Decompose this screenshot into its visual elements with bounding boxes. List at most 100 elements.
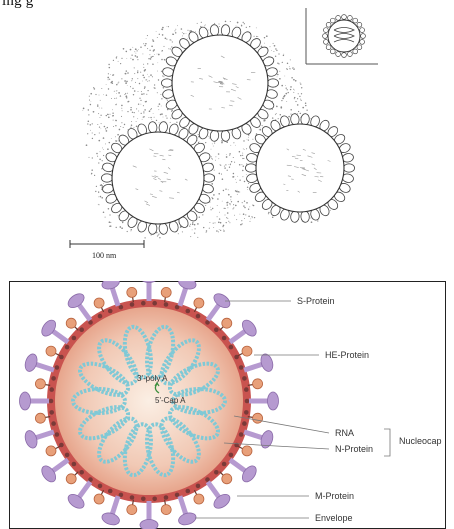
label-he-protein: HE-Protein xyxy=(325,350,369,360)
speckle-dot xyxy=(112,75,113,76)
speckle-dot xyxy=(166,39,167,40)
speckle-dot xyxy=(146,79,147,80)
peplomer xyxy=(267,79,278,87)
speckle-dot xyxy=(243,148,244,149)
speckle-dot xyxy=(99,127,100,128)
m-protein-dot xyxy=(55,432,60,437)
speckle-dot xyxy=(244,158,245,159)
m-protein-dot xyxy=(239,365,244,370)
speckle-dot xyxy=(177,25,178,26)
peplomer xyxy=(343,164,354,172)
speckle-dot xyxy=(90,130,91,131)
m-protein-dot xyxy=(239,432,244,437)
speckle-dot xyxy=(237,191,239,193)
m-protein-dot xyxy=(55,365,60,370)
speckle-dot xyxy=(220,222,222,224)
speckle-dot xyxy=(146,38,147,39)
speckle-dot xyxy=(163,76,164,77)
speckle-dot xyxy=(147,74,148,75)
speckle-dot xyxy=(106,84,107,85)
speckle-dot xyxy=(225,189,226,190)
speckle-dot xyxy=(101,128,102,129)
speckle-dot xyxy=(91,169,93,171)
peplomer xyxy=(245,164,256,172)
speckle-dot xyxy=(242,170,243,171)
speckle-dot xyxy=(290,114,291,115)
speckle-dot xyxy=(227,207,228,208)
speckle-dot xyxy=(113,60,114,61)
inset-peplomer xyxy=(342,53,347,58)
speckle-dot xyxy=(219,218,220,219)
speckle-dot xyxy=(218,221,220,223)
speckle-dot xyxy=(200,26,201,27)
speckle-dot xyxy=(91,101,92,102)
speckle-dot xyxy=(273,51,274,52)
speckle-dot xyxy=(132,59,134,61)
speckle-dot xyxy=(143,111,144,112)
speckle-dot xyxy=(278,118,279,119)
speckle-dot xyxy=(294,90,295,91)
speckle-dot xyxy=(108,208,110,210)
m-protein-dot xyxy=(79,327,84,332)
m-protein-dot xyxy=(229,345,234,350)
speckle-dot xyxy=(213,146,214,147)
speckle-dot xyxy=(222,226,223,227)
speckle-dot xyxy=(186,33,187,34)
speckle-dot xyxy=(330,210,331,211)
speckle-dot xyxy=(274,45,276,47)
speckle-dot xyxy=(103,212,105,214)
speckle-dot xyxy=(197,237,198,238)
speckle-dot xyxy=(113,126,114,127)
speckle-dot xyxy=(227,204,228,205)
speckle-dot xyxy=(224,166,225,167)
label-envelope: Envelope xyxy=(315,513,353,523)
m-protein-dot xyxy=(222,462,227,467)
speckle-dot xyxy=(215,222,216,223)
speckle-dot xyxy=(126,58,127,59)
speckle-dot xyxy=(130,49,132,51)
speckle-dot xyxy=(277,77,278,78)
speckle-dot xyxy=(199,216,200,217)
speckle-dot xyxy=(151,56,153,58)
speckle-dot xyxy=(276,106,277,107)
speckle-dot xyxy=(144,109,146,111)
speckle-dot xyxy=(219,229,220,230)
m-protein-dot xyxy=(164,495,169,500)
speckle-dot xyxy=(241,25,242,26)
m-protein-dot xyxy=(244,410,249,415)
speckle-dot xyxy=(108,64,109,65)
speckle-dot xyxy=(223,190,224,191)
speckle-dot xyxy=(147,63,148,64)
speckle-dot xyxy=(259,129,260,130)
speckle-dot xyxy=(87,133,88,134)
virion-membrane xyxy=(256,124,344,212)
speckle-dot xyxy=(92,138,93,139)
label-rna: RNA xyxy=(335,428,354,438)
speckle-dot xyxy=(237,176,238,177)
speckle-dot xyxy=(246,148,247,149)
speckle-dot xyxy=(125,73,127,75)
speckle-dot xyxy=(201,22,202,23)
speckle-dot xyxy=(109,221,111,223)
speckle-dot xyxy=(126,97,127,98)
speckle-dot xyxy=(190,224,191,225)
speckle-dot xyxy=(174,30,175,31)
speckle-dot xyxy=(212,143,213,144)
speckle-dot xyxy=(223,229,224,230)
speckle-dot xyxy=(237,201,239,203)
speckle-dot xyxy=(210,207,211,208)
speckle-dot xyxy=(248,209,249,210)
speckle-dot xyxy=(117,83,118,84)
speckle-dot xyxy=(284,76,285,77)
inset-peplomer xyxy=(360,28,365,33)
speckle-dot xyxy=(244,201,245,202)
speckle-dot xyxy=(90,104,92,106)
speckle-dot xyxy=(317,220,318,221)
speckle-dot xyxy=(157,92,158,93)
speckle-dot xyxy=(148,58,149,59)
speckle-dot xyxy=(103,155,104,156)
speckle-dot xyxy=(287,69,288,70)
speckle-dot xyxy=(224,208,225,209)
speckle-dot xyxy=(230,145,231,146)
